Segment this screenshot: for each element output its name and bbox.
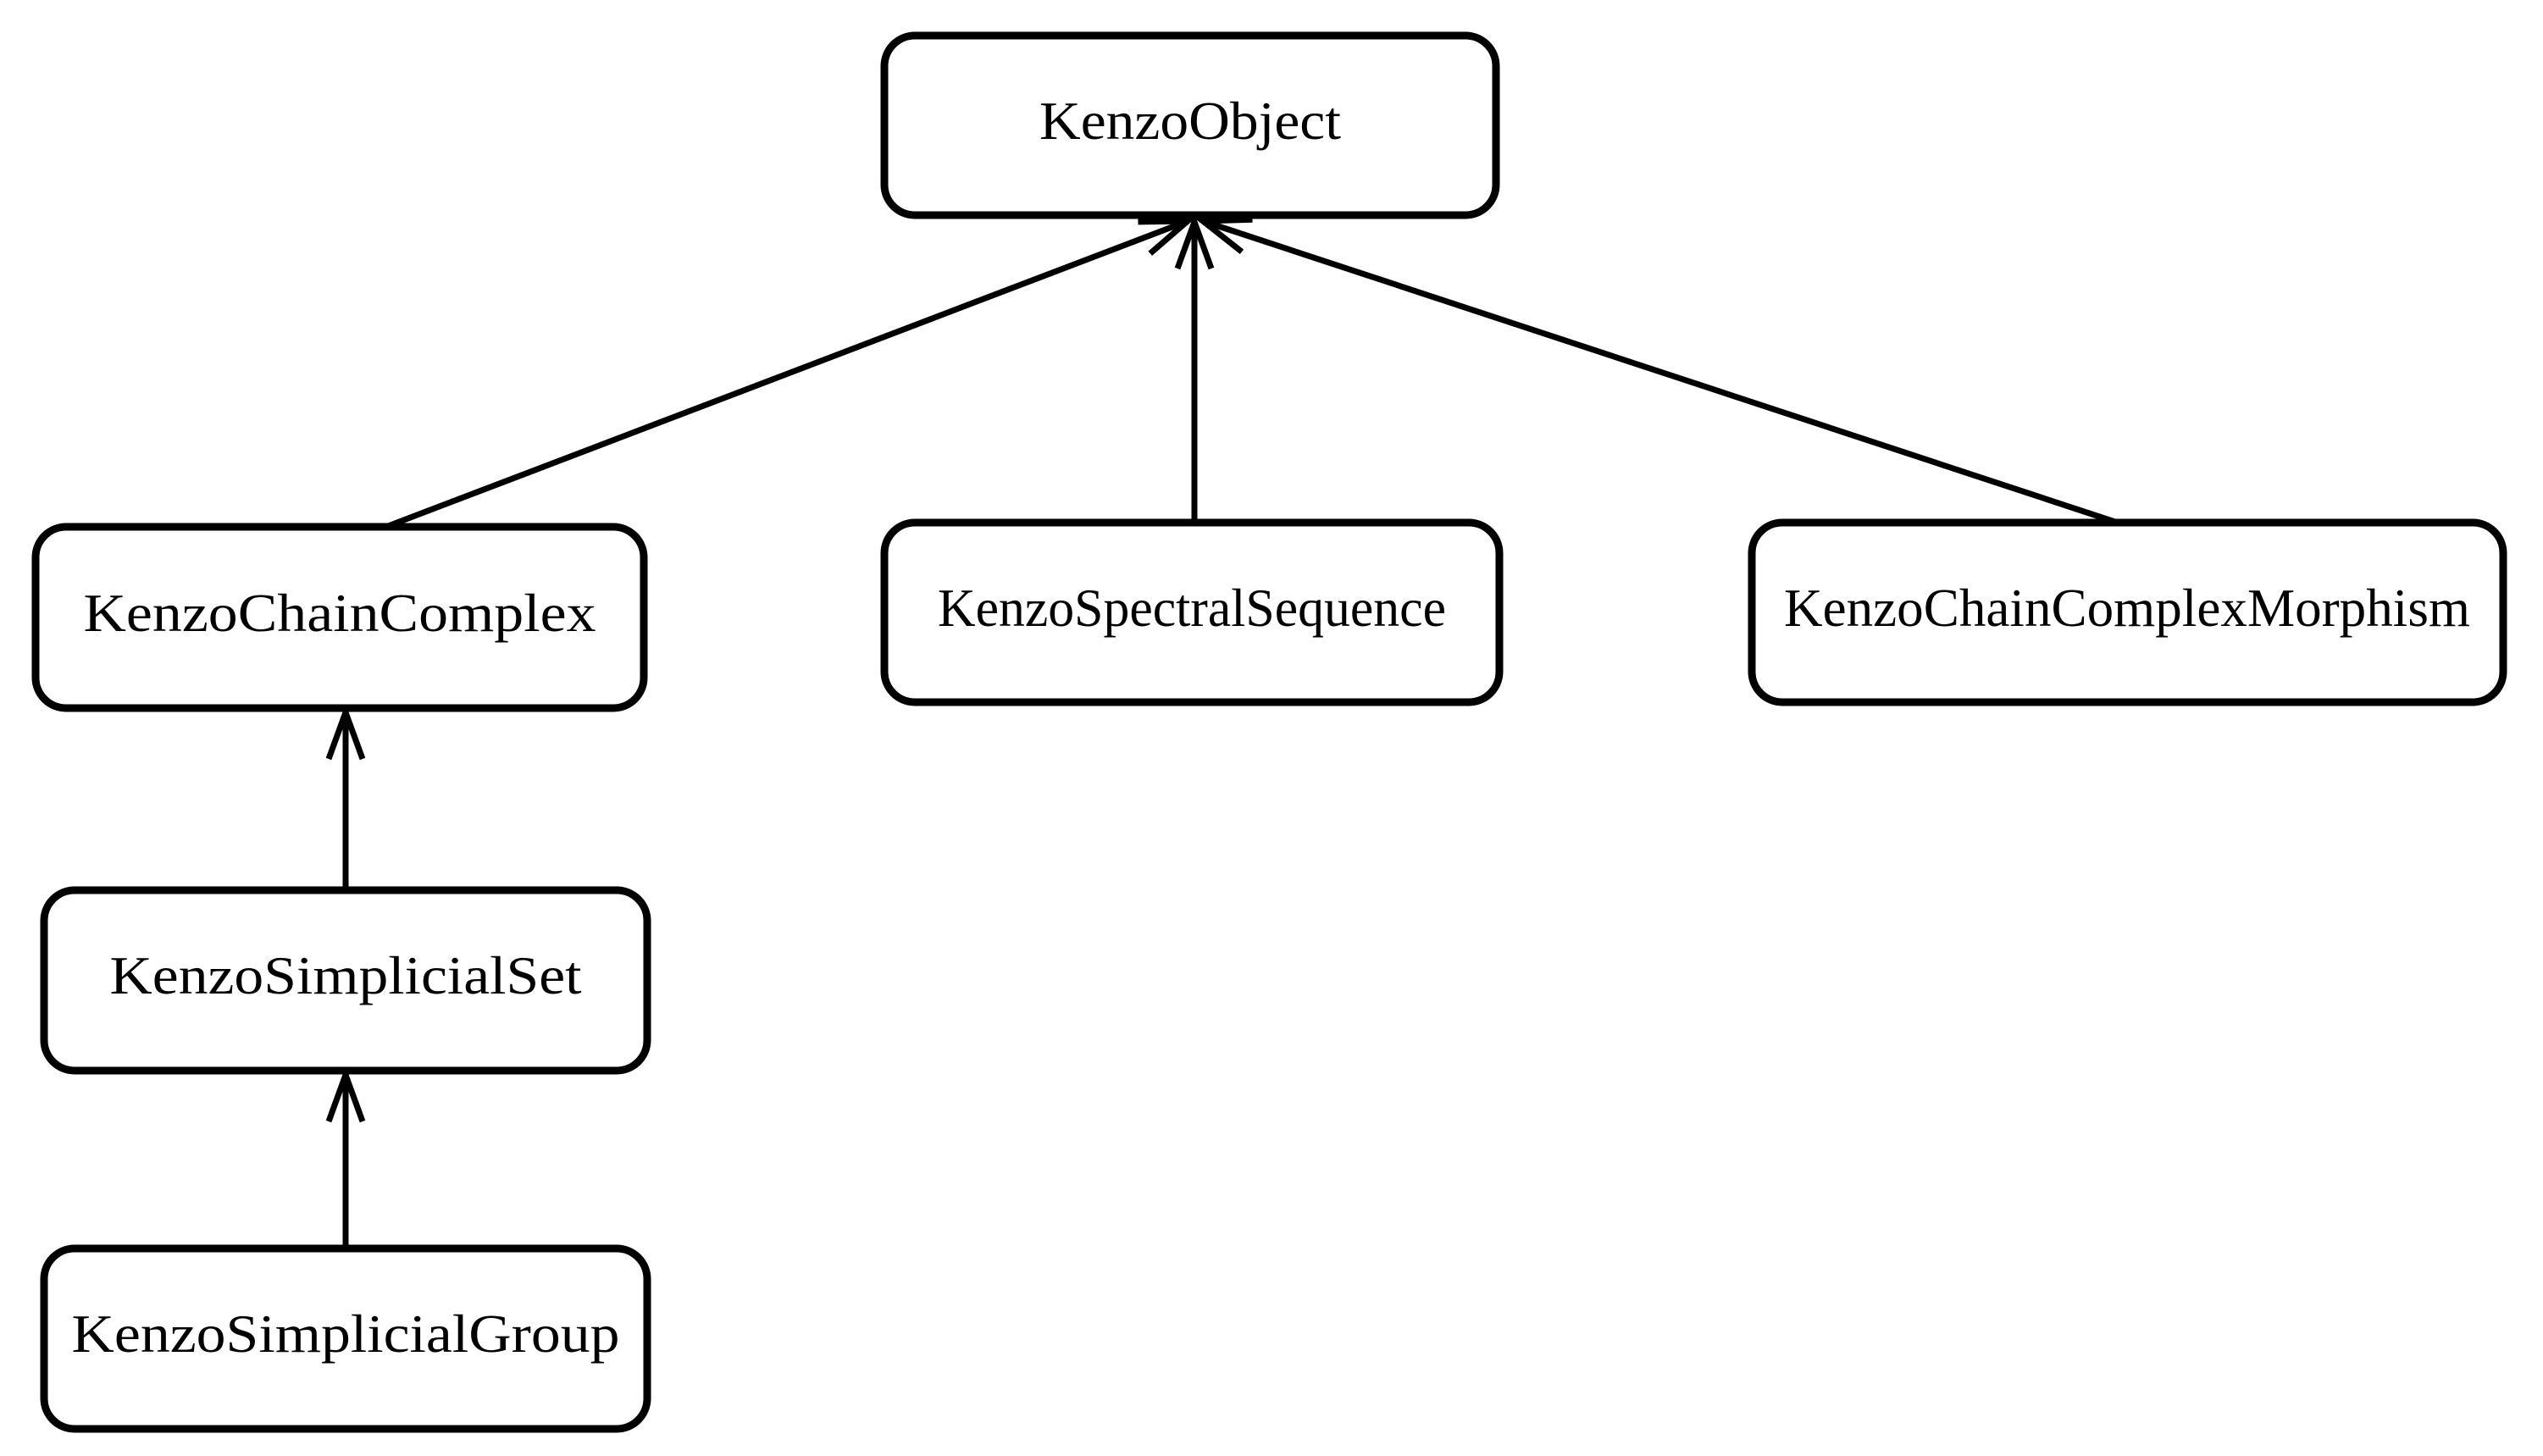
node-kenzosimplicialset-label: KenzoSimplicialSet bbox=[110, 946, 583, 1005]
node-kenzospectralsequence-label: KenzoSpectralSequence bbox=[938, 579, 1446, 638]
edge-kenzochaincomplexmorphism-to-kenzoobject bbox=[1194, 216, 2140, 533]
node-kenzoobject-label: KenzoObject bbox=[1039, 91, 1342, 151]
nodes-layer: KenzoObject KenzoChainComplex KenzoSpect… bbox=[31, 31, 2507, 1433]
node-kenzochaincomplex-label: KenzoChainComplex bbox=[84, 584, 596, 643]
node-kenzochaincomplexmorphism: KenzoChainComplexMorphism bbox=[1748, 518, 2507, 706]
edges-layer bbox=[325, 213, 2140, 1255]
node-kenzospectralsequence: KenzoSpectralSequence bbox=[880, 518, 1504, 706]
node-kenzochaincomplexmorphism-box bbox=[1748, 518, 2507, 706]
node-kenzochaincomplexmorphism-label: KenzoChainComplexMorphism bbox=[1784, 579, 2470, 638]
node-kenzosimplicialset: KenzoSimplicialSet bbox=[40, 886, 651, 1075]
node-kenzosimplicialgroup: KenzoSimplicialGroup bbox=[40, 1244, 651, 1433]
node-kenzoobject-box bbox=[880, 31, 1500, 219]
node-kenzoobject: KenzoObject bbox=[880, 31, 1500, 219]
node-kenzochaincomplex-box bbox=[31, 523, 648, 712]
node-kenzosimplicialgroup-label: KenzoSimplicialGroup bbox=[72, 1304, 620, 1364]
node-kenzochaincomplex: KenzoChainComplex bbox=[31, 523, 648, 712]
node-kenzospectralsequence-box bbox=[880, 518, 1504, 706]
node-kenzosimplicialset-box bbox=[40, 886, 651, 1075]
edge-kenzochaincomplex-to-kenzoobject bbox=[371, 218, 1196, 535]
node-kenzosimplicialgroup-box bbox=[40, 1244, 651, 1433]
